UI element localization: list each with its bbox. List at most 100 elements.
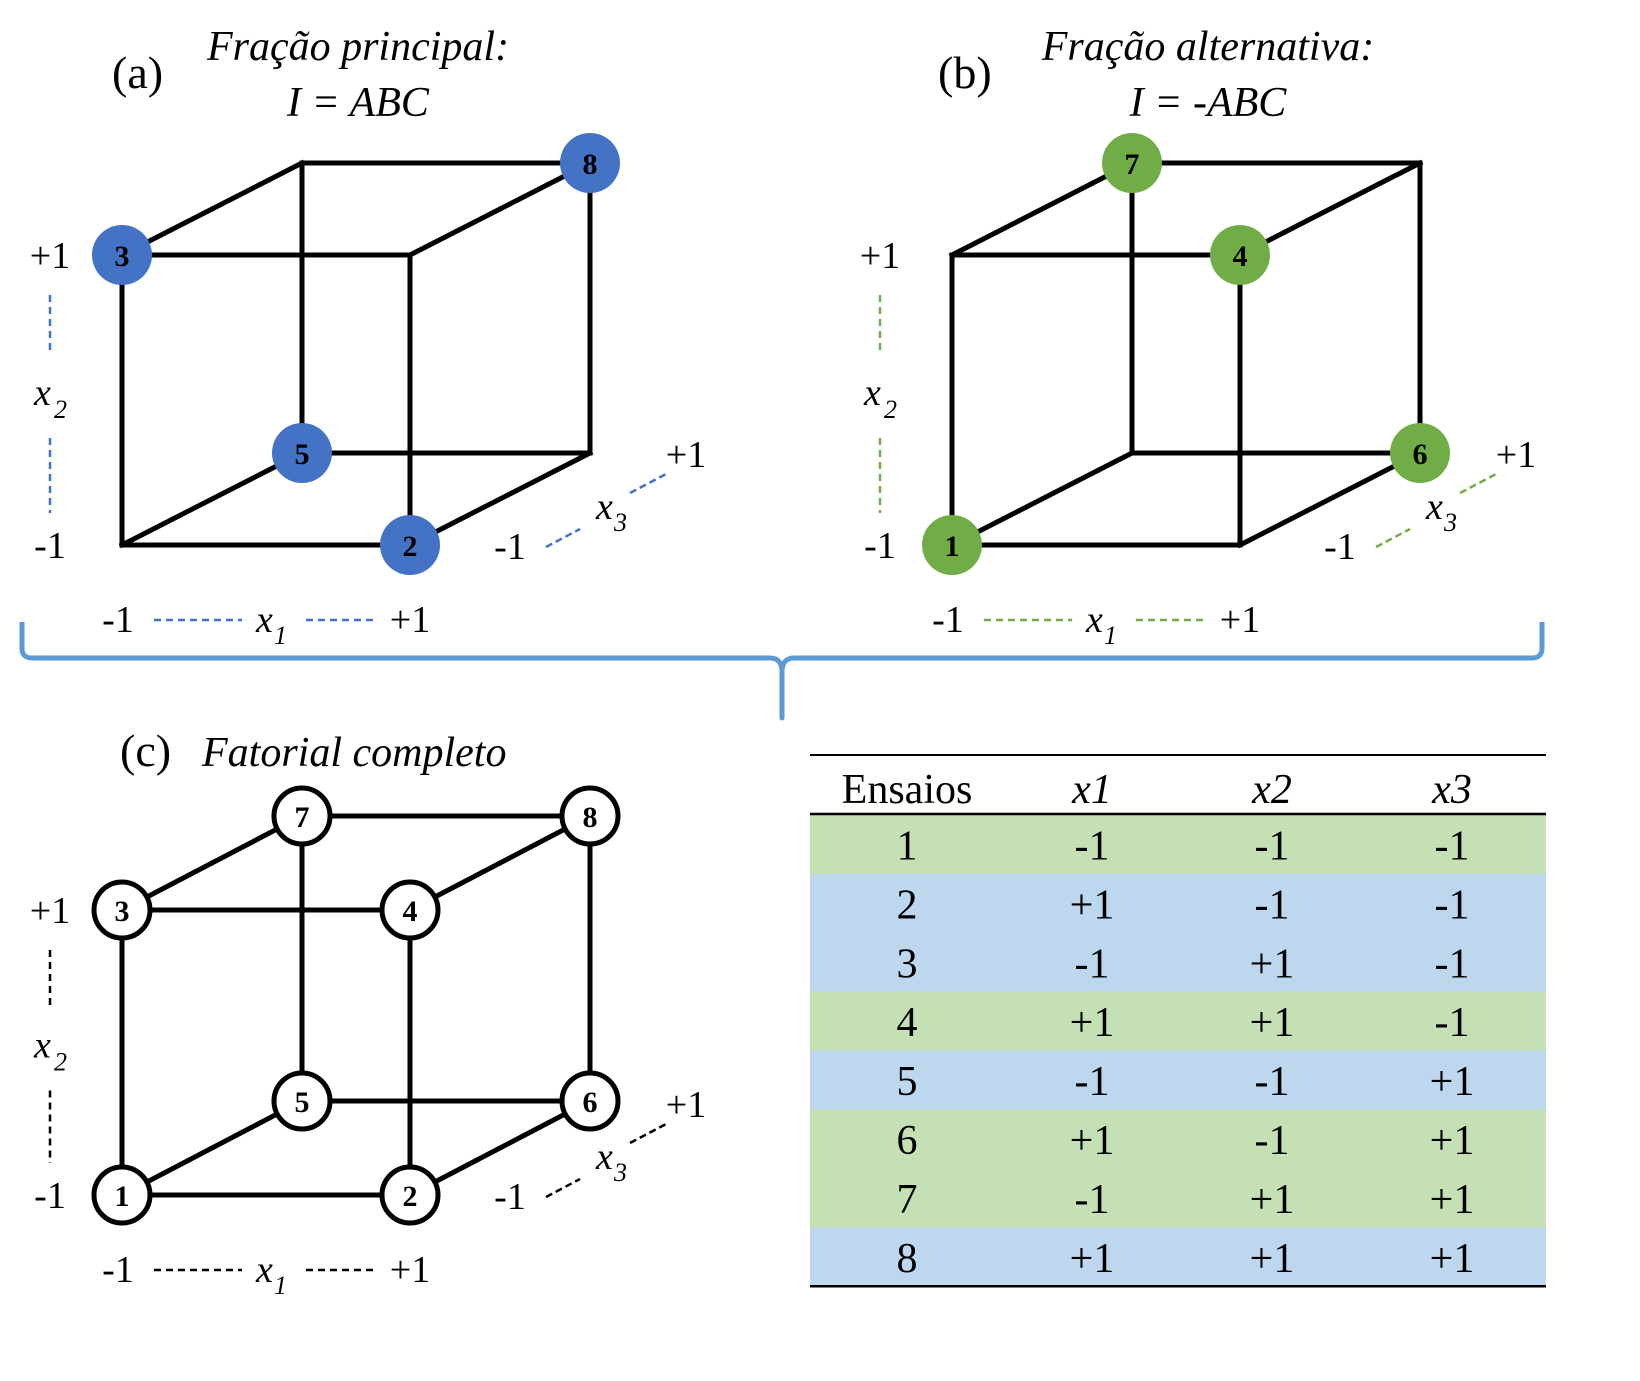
run-node-7: 7 bbox=[1102, 133, 1162, 193]
x3-axis-dash-upper bbox=[629, 1121, 669, 1145]
x2-axis-label: x bbox=[33, 1025, 51, 1067]
run-node-circle bbox=[91, 879, 153, 941]
run-cell: 1 bbox=[897, 823, 918, 869]
x2-axis-subscript: 2 bbox=[54, 395, 67, 424]
cube-edge-2-6 bbox=[1236, 449, 1424, 549]
table-row: 5-1-1+1 bbox=[810, 1050, 1546, 1110]
x3-cell: -1 bbox=[1435, 882, 1470, 928]
run-node-circle bbox=[1210, 225, 1270, 285]
x1-low-label: -1 bbox=[102, 1249, 134, 1291]
x1-axis-subscript: 1 bbox=[274, 621, 287, 650]
run-node-5: 5 bbox=[271, 1070, 333, 1132]
run-node-circle bbox=[379, 1164, 441, 1226]
cube-edge-3-7 bbox=[948, 159, 1136, 259]
x3-cell: -1 bbox=[1435, 1000, 1470, 1046]
x2-low-label: -1 bbox=[34, 525, 66, 567]
x2-cell: +1 bbox=[1250, 1000, 1295, 1046]
run-cell: 4 bbox=[897, 1000, 918, 1046]
table-row-background bbox=[810, 1168, 1546, 1228]
table-row: 1-1-1-1 bbox=[810, 815, 1546, 875]
run-node-7: 7 bbox=[271, 785, 333, 847]
table-header-ensaios: Ensaios bbox=[842, 767, 973, 813]
table-row-background bbox=[810, 932, 1546, 993]
x1-cell: -1 bbox=[1075, 823, 1110, 869]
x3-low-label: -1 bbox=[494, 1176, 526, 1218]
run-cell: 3 bbox=[897, 941, 918, 987]
run-node-label: 7 bbox=[295, 801, 310, 834]
run-node-8: 8 bbox=[560, 133, 620, 193]
x2-axis-subscript: 2 bbox=[54, 1048, 67, 1077]
run-node-circle bbox=[379, 879, 441, 941]
cube-edge-4-8 bbox=[406, 159, 594, 259]
run-cell: 2 bbox=[897, 882, 918, 928]
x1-cell: -1 bbox=[1075, 1059, 1110, 1105]
run-node-label: 5 bbox=[295, 438, 310, 471]
x1-high-label: +1 bbox=[390, 1249, 430, 1291]
run-node-1: 1 bbox=[91, 1164, 153, 1226]
run-node-4: 4 bbox=[1210, 225, 1270, 285]
x1-high-label: +1 bbox=[390, 599, 430, 641]
run-node-3: 3 bbox=[92, 225, 152, 285]
run-cell: 6 bbox=[897, 1118, 918, 1164]
x2-cell: -1 bbox=[1255, 1118, 1290, 1164]
x3-axis-subscript: 3 bbox=[1443, 508, 1457, 537]
x1-cell: +1 bbox=[1070, 882, 1115, 928]
run-node-circle bbox=[559, 785, 621, 847]
run-node-label: 2 bbox=[403, 1180, 418, 1213]
panel-c-title: (c) Fatorial completo bbox=[120, 725, 506, 776]
run-node-3: 3 bbox=[91, 879, 153, 941]
x2-cell: -1 bbox=[1255, 882, 1290, 928]
run-node-circle bbox=[922, 515, 982, 575]
table-header-x3: x3 bbox=[1431, 767, 1472, 813]
x2-axis-label: x bbox=[863, 372, 881, 414]
x2-axis-subscript: 2 bbox=[884, 395, 897, 424]
x3-low-label: -1 bbox=[1324, 526, 1356, 568]
x2-low-label: -1 bbox=[34, 1175, 66, 1217]
table-header-x2: x2 bbox=[1251, 767, 1292, 813]
run-cell: 7 bbox=[897, 1177, 918, 1223]
run-node-circle bbox=[91, 1164, 153, 1226]
x2-cell: -1 bbox=[1255, 823, 1290, 869]
panel-c-letter: (c) bbox=[120, 725, 171, 776]
x1-cell: -1 bbox=[1075, 1177, 1110, 1223]
table-row: 3-1+1-1 bbox=[810, 932, 1546, 993]
x3-cell: -1 bbox=[1435, 941, 1470, 987]
x3-high-label: +1 bbox=[666, 434, 706, 476]
run-node-label: 3 bbox=[115, 240, 130, 273]
x1-cell: +1 bbox=[1070, 1118, 1115, 1164]
run-node-label: 8 bbox=[583, 148, 598, 181]
x3-axis-label: x bbox=[1425, 486, 1443, 528]
run-node-circle bbox=[271, 1070, 333, 1132]
table-row-background bbox=[810, 873, 1546, 934]
run-cell: 5 bbox=[897, 1059, 918, 1105]
x2-high-label: +1 bbox=[30, 235, 70, 277]
run-node-circle bbox=[92, 225, 152, 285]
x3-axis-subscript: 3 bbox=[613, 508, 627, 537]
run-node-circle bbox=[272, 423, 332, 483]
table-row: 6+1-1+1 bbox=[810, 1109, 1546, 1169]
x1-axis-subscript: 1 bbox=[274, 1271, 287, 1300]
cube-edge-1-5 bbox=[118, 449, 306, 549]
x1-cell: +1 bbox=[1070, 1000, 1115, 1046]
table-header-x1: x1 bbox=[1071, 767, 1112, 813]
run-node-4: 4 bbox=[379, 879, 441, 941]
x1-cell: +1 bbox=[1070, 1236, 1115, 1282]
x3-cell: +1 bbox=[1430, 1236, 1475, 1282]
x3-high-label: +1 bbox=[1496, 434, 1536, 476]
x3-cell: +1 bbox=[1430, 1059, 1475, 1105]
panel-b-title-line2: I = -ABC bbox=[1129, 80, 1288, 126]
run-node-label: 4 bbox=[403, 895, 418, 928]
x2-axis-label: x bbox=[33, 372, 51, 414]
cube-edge-4-8 bbox=[1236, 159, 1424, 259]
x1-axis-label: x bbox=[1085, 599, 1103, 641]
x1-low-label: -1 bbox=[932, 599, 964, 641]
table-row: 2 +1 -1 -1 bbox=[810, 873, 1546, 934]
run-node-label: 1 bbox=[115, 1180, 130, 1213]
run-node-circle bbox=[559, 1070, 621, 1132]
panel-a-letter: (a) bbox=[112, 47, 163, 98]
